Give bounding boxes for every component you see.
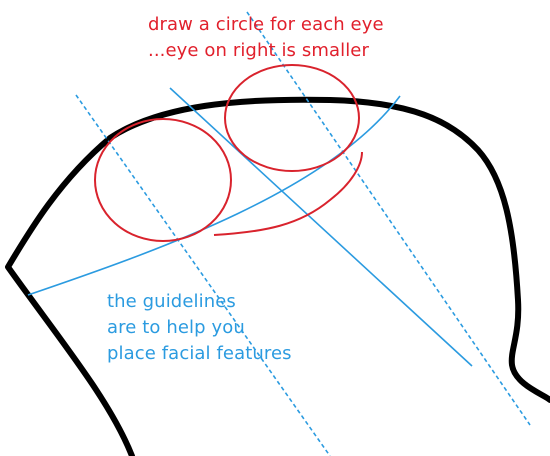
guideline-dashed-left [75, 94, 331, 456]
right-eye-circle [224, 64, 360, 172]
eye-instruction-line-1: draw a circle for each eye [148, 14, 384, 35]
guideline-note-line-1: the guidelines [107, 291, 236, 312]
guideline-note-line-2: are to help you [107, 317, 245, 338]
left-eye-circle [94, 118, 232, 242]
guideline-eye-curve [27, 95, 401, 296]
eye-instructions: draw a circle for each eye ...eye on rig… [148, 12, 384, 64]
guideline-note: the guidelines are to help you place fac… [107, 289, 292, 367]
right-eye-lower-stroke [213, 151, 363, 236]
guideline-solid-center [169, 87, 473, 367]
guideline-note-line-3: place facial features [107, 343, 292, 364]
head-outline [5, 96, 550, 456]
eye-instruction-line-2: ...eye on right is smaller [148, 40, 369, 61]
